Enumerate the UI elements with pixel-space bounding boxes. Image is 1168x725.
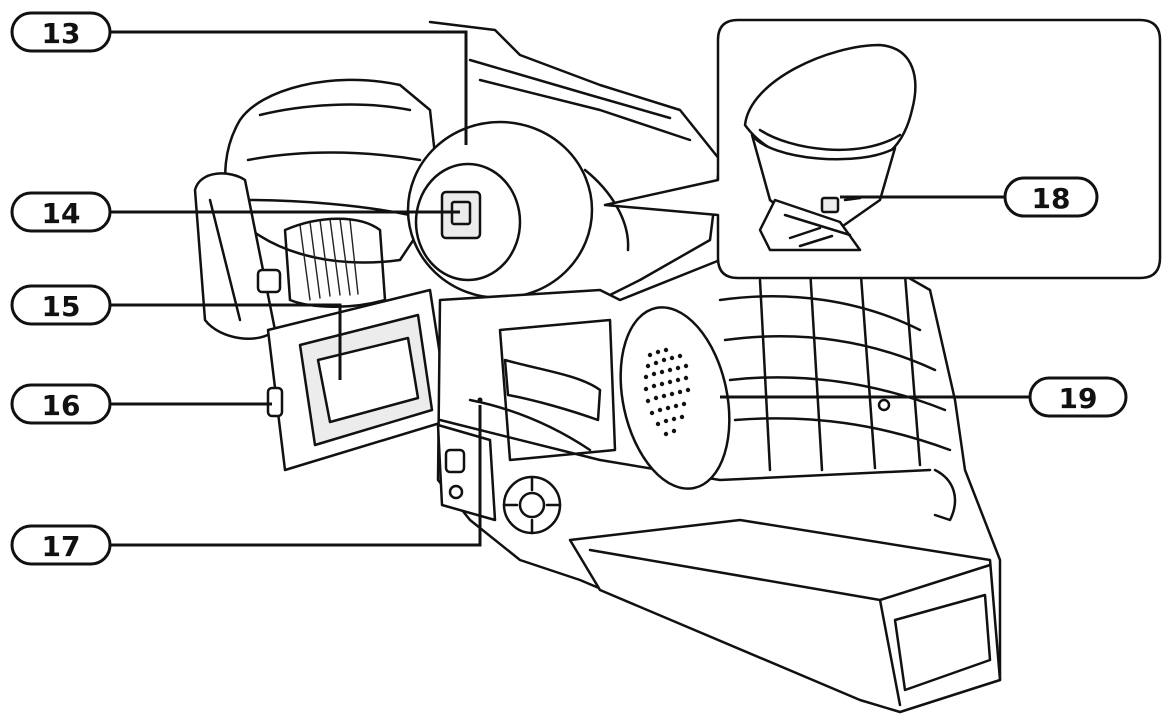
- callout-18: 18: [1003, 176, 1099, 218]
- callout-15: 15: [10, 284, 112, 326]
- callout-19: 19: [1028, 376, 1128, 418]
- callout-13: 13: [10, 11, 112, 53]
- speaker-grille: [643, 347, 691, 437]
- leader-lines: [110, 30, 1030, 547]
- callout-14-label: 14: [42, 197, 81, 230]
- callout-19-label: 19: [1059, 382, 1098, 415]
- callout-15-label: 15: [42, 290, 81, 323]
- leader-15: [110, 303, 342, 380]
- leader-13: [110, 30, 468, 145]
- callout-16-label: 16: [42, 389, 81, 422]
- callout-14: 14: [10, 191, 112, 233]
- leader-17: [110, 405, 482, 547]
- callout-13-label: 13: [42, 17, 81, 50]
- callout-17: 17: [10, 524, 112, 566]
- callout-18-label: 18: [1032, 182, 1071, 215]
- camcorder-body: [193, 20, 1002, 714]
- callout-17-label: 17: [42, 530, 81, 563]
- callout-16: 16: [10, 383, 112, 425]
